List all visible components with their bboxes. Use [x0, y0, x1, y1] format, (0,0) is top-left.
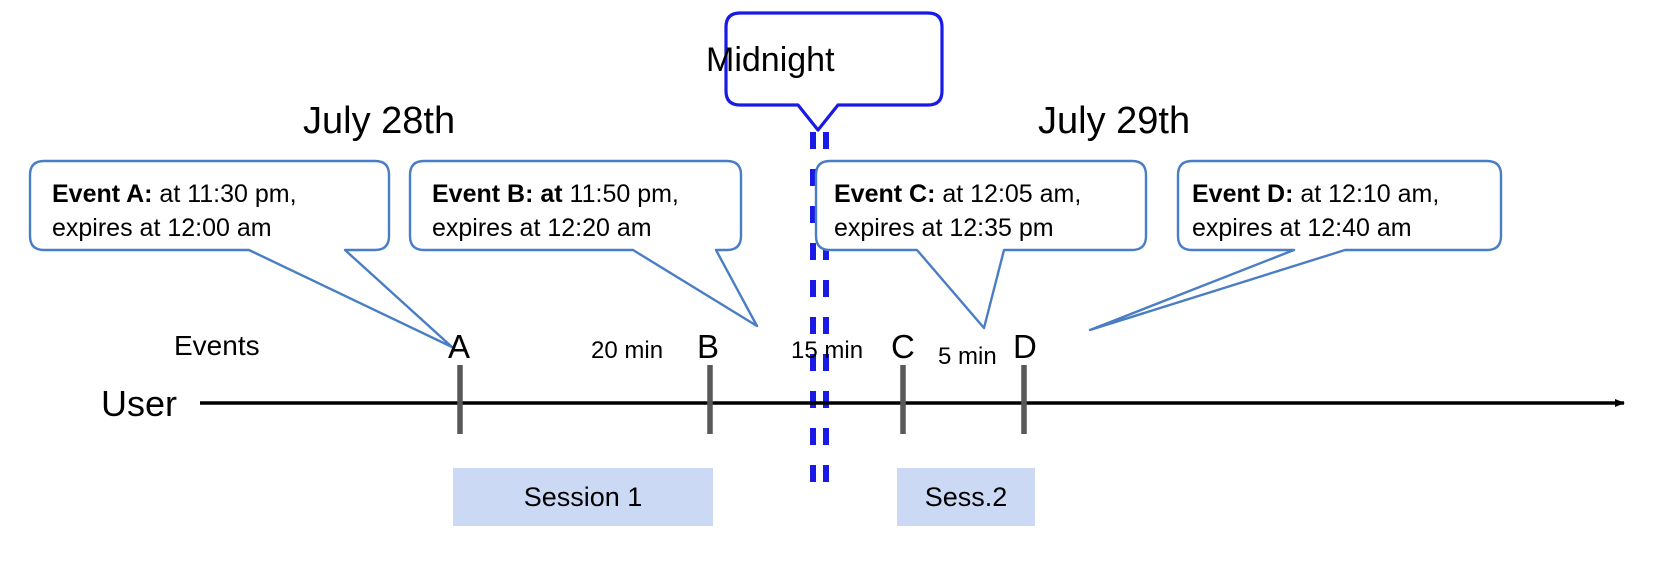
session-box-1: Session 1: [453, 468, 713, 526]
callout-c-line2: expires at 12:35 pm: [834, 214, 1054, 242]
event-letter-a: A: [448, 328, 471, 365]
day-label-july-29: July 29th: [1038, 100, 1191, 142]
callout-a-line2: expires at 12:00 am: [52, 214, 272, 242]
callout-a-bold: Event A:: [52, 180, 153, 208]
events-row-label: Events: [174, 330, 260, 361]
callout-d-line2: expires at 12:40 am: [1192, 214, 1412, 242]
interval-label-20-min: 20 min: [591, 337, 664, 364]
callout-c-line1: Event C: at 12:05 am,: [834, 178, 1081, 211]
callout-a-line1: Event A: at 11:30 pm,: [52, 178, 297, 211]
timeline-ticks: [457, 365, 1027, 434]
callout-a-rest: at 11:30 pm,: [152, 180, 297, 208]
midnight-dashed-line: [810, 132, 829, 492]
callout-d-line1: Event D: at 12:10 am,: [1192, 178, 1439, 211]
event-letter-b: B: [697, 328, 720, 365]
session-box-2: Sess.2: [897, 468, 1035, 526]
event-letter-c: C: [891, 328, 915, 365]
callout-d-rest: at 12:10 am,: [1293, 180, 1440, 208]
callout-c-rest: at 12:05 am,: [935, 180, 1082, 208]
callout-b-rest: 11:50 pm,: [562, 180, 679, 208]
day-label-july-28: July 28th: [303, 100, 456, 142]
callout-b-line1: Event B: at 11:50 pm,: [432, 178, 679, 211]
callout-b-bold: Event B: at: [432, 180, 563, 208]
callout-c-bold: Event C:: [834, 180, 936, 208]
event-letter-d: D: [1013, 328, 1037, 365]
interval-label-5-min: 5 min: [938, 343, 997, 370]
midnight-label: Midnight: [706, 41, 835, 79]
user-row-label: User: [101, 383, 178, 424]
callout-d-bold: Event D:: [1192, 180, 1294, 208]
callout-b-line2: expires at 12:20 am: [432, 214, 652, 242]
interval-label-15-min: 15 min: [791, 337, 864, 364]
